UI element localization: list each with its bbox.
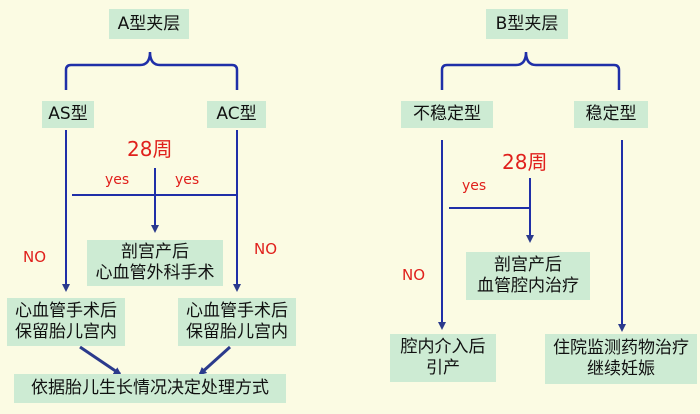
a-center-box: 剖宫产后 心血管外科手术	[87, 240, 223, 286]
brace-b	[440, 51, 621, 90]
yes-label-b: yes	[462, 178, 487, 194]
b-right-box: 住院监测药物治疗 继续妊娠	[545, 334, 697, 384]
a-right-box: 心血管手术后 保留胎儿宫内	[178, 298, 296, 346]
b-title-box: B型夹层	[486, 9, 568, 39]
a-bottom-box: 依据胎儿生长情况决定处理方式	[14, 374, 286, 403]
yes-label-right: yes	[175, 172, 200, 188]
a-left-box: 心血管手术后 保留胎儿宫内	[7, 298, 125, 346]
diag-arrow-right	[198, 345, 232, 376]
b-left-box: 腔内介入后 引产	[390, 334, 496, 382]
week-label-a: 28周	[127, 137, 173, 161]
diag-arrow-left	[79, 345, 122, 376]
no-label-left: NO	[23, 248, 47, 266]
stable-type-box: 稳定型	[574, 101, 648, 128]
no-label-right: NO	[254, 240, 278, 258]
yes-label-left: yes	[105, 172, 130, 188]
as-type-box: AS型	[42, 101, 94, 128]
brace-a	[64, 51, 239, 90]
ac-type-box: AC型	[207, 101, 266, 128]
week-label-b: 28周	[502, 150, 548, 174]
no-label-b: NO	[402, 266, 426, 284]
unstable-type-box: 不稳定型	[401, 101, 493, 128]
b-center-box: 剖宫产后 血管腔内治疗	[466, 252, 590, 300]
a-title-box: A型夹层	[109, 9, 189, 39]
